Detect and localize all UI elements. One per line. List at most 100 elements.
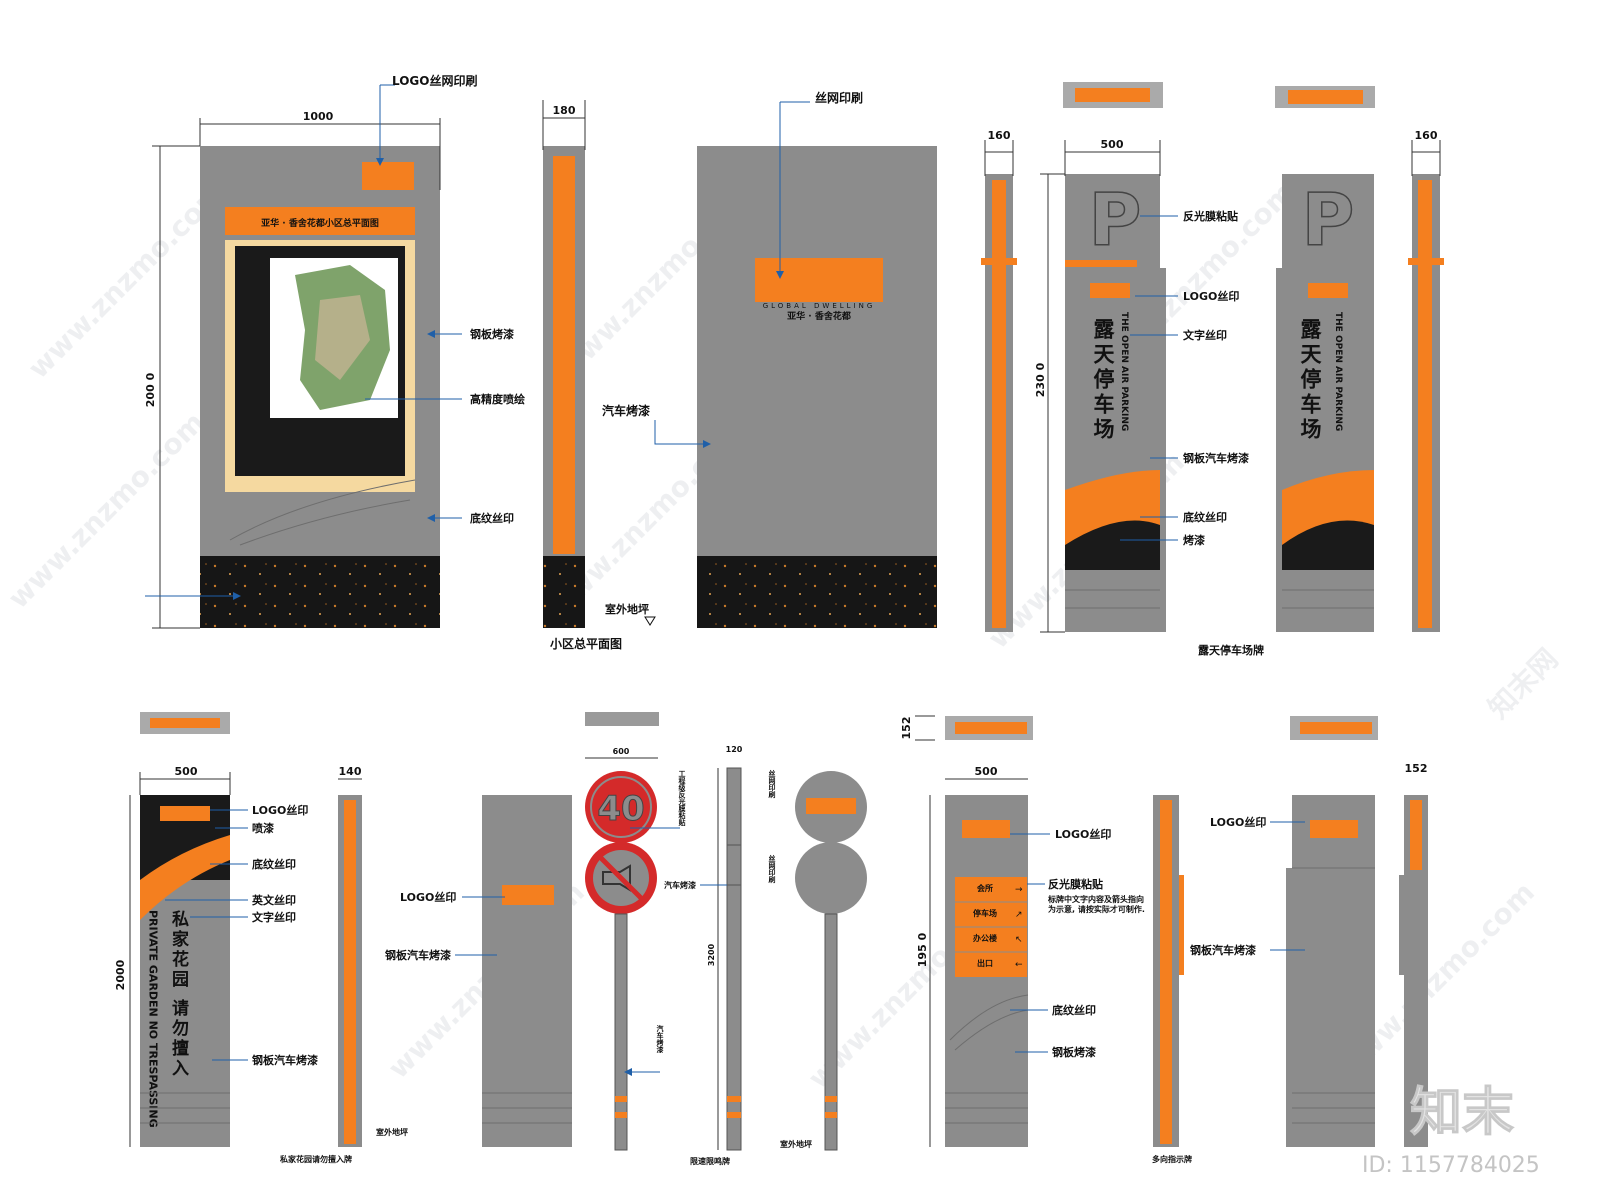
side-band bbox=[981, 258, 1017, 265]
arrow-up-right-icon: ↗ bbox=[1015, 910, 1023, 920]
direction-row: 会所 → bbox=[955, 883, 1027, 903]
parking-panel-edge bbox=[1160, 268, 1166, 632]
label-outdoor-floor: 室外地坪 bbox=[605, 602, 649, 616]
dim-height-3200: 3200 bbox=[707, 943, 716, 966]
label-multi-direction-sign: 多向指示牌 bbox=[1152, 1154, 1192, 1164]
speed-limit-front: 600 40 工程级反光膜粘贴 汽车烤漆 限速限鸣牌 bbox=[585, 712, 730, 1166]
top-view-strip-2 bbox=[1288, 90, 1363, 104]
label-steel-paint: 钢板烤漆 bbox=[470, 327, 514, 341]
label-logo-print: LOGO丝印 bbox=[1210, 815, 1266, 829]
arrow-up-left-icon: ↖ bbox=[1015, 935, 1023, 945]
logo-block bbox=[362, 162, 414, 190]
base-pattern-stroke bbox=[949, 994, 1029, 1041]
parking-letter: P bbox=[1089, 178, 1142, 262]
label-logo-screen-print: LOGO丝网印刷 bbox=[392, 73, 477, 88]
side-pole bbox=[726, 767, 742, 1151]
label-screen-print: 丝网印刷 bbox=[815, 90, 863, 105]
label-steel-paint: 钢板烤漆 bbox=[1052, 1045, 1096, 1059]
watermark-text: www.znzmo.com bbox=[2, 406, 211, 615]
back-disc bbox=[795, 842, 867, 914]
plan-board-front: 亚华 · 香舍花都小区总平面图 bbox=[200, 146, 440, 628]
dim-width-500: 500 bbox=[975, 765, 998, 778]
label-text-print: 文字丝印 bbox=[252, 910, 296, 924]
back-panel bbox=[697, 146, 937, 556]
back-brand-en: GLOBAL DWELLING bbox=[763, 302, 876, 310]
label-private-garden-sign: 私家花园请勿擅入牌 bbox=[279, 1154, 352, 1164]
parking-back: P 露天停车场 THE OPEN AIR PARKING bbox=[1276, 174, 1374, 632]
direction-row: 停车场 ↗ bbox=[955, 908, 1027, 928]
parking-cn-text: 露天停车场 bbox=[1091, 318, 1115, 443]
label-logo-print: LOGO丝印 bbox=[252, 803, 308, 817]
label-text-print: 文字丝印 bbox=[1183, 328, 1227, 342]
arrow-right-icon: → bbox=[1015, 885, 1023, 895]
multi-direction-back: LOGO丝印 钢板汽车烤漆 bbox=[1190, 716, 1378, 1147]
brand-watermark: 知末 ID: 1157784025 bbox=[1362, 1083, 1540, 1179]
label-eng-reflective: 工程级反光膜粘贴 bbox=[678, 770, 687, 827]
pole-band bbox=[615, 1096, 627, 1102]
parking-en-text: THE OPEN AIR PARKING bbox=[1119, 312, 1129, 431]
side-orange-strip bbox=[344, 800, 356, 1144]
side-orange-strip bbox=[1410, 800, 1422, 870]
parking-front: P 露天停车场 THE OPEN AIR PARKING 500 230 0 bbox=[1034, 138, 1166, 633]
label-base-pattern: 底纹丝印 bbox=[1052, 1003, 1096, 1017]
pole-band bbox=[825, 1112, 837, 1118]
label-steel-car-paint: 钢板汽车烤漆 bbox=[1183, 451, 1249, 465]
base-pattern-stroke bbox=[954, 1009, 1029, 1051]
back-brand-cn: 亚华 · 香舍花都 bbox=[787, 310, 851, 322]
prohibition-slash bbox=[599, 856, 643, 900]
top-view-strip bbox=[955, 722, 1027, 734]
private-garden-front: 私家花园 请勿擅入 PRIVATE GARDEN NO TRESPASSING … bbox=[114, 712, 231, 1147]
dim-width-1000: 1000 bbox=[303, 110, 334, 123]
label-spray-paint: 喷漆 bbox=[252, 821, 274, 835]
label-logo-print: LOGO丝印 bbox=[400, 890, 456, 904]
private-cn-text: 私家花园 请勿擅入 bbox=[168, 910, 190, 1079]
label-community-plan: 小区总平面图 bbox=[550, 636, 622, 651]
brand-logo-text: 知末 bbox=[1410, 1083, 1514, 1143]
pole-band bbox=[825, 1096, 837, 1102]
speed-limit-side: 120 3200 汽车烤漆 室外地坪 bbox=[664, 745, 812, 1151]
multi-direction-side-right: 152 bbox=[1399, 762, 1428, 1147]
dim-depth-152: 152 bbox=[900, 717, 913, 740]
dim-depth-152: 152 bbox=[1405, 762, 1428, 775]
private-back-logo bbox=[502, 885, 554, 905]
base-pattern-stroke bbox=[229, 479, 416, 541]
back-granite-base bbox=[697, 556, 937, 628]
floor-level-marker bbox=[644, 616, 656, 626]
plan-board-annotations: LOGO丝网印刷 钢板烤漆 高精度喷绘 底纹丝印 bbox=[145, 73, 525, 600]
dim-height-1950: 195 0 bbox=[916, 932, 929, 967]
label-paint: 烤漆 bbox=[1183, 533, 1205, 547]
label-base-pattern: 底纹丝印 bbox=[252, 857, 296, 871]
direction-back-panel bbox=[1292, 795, 1375, 1147]
parking-back-letter: P bbox=[1302, 178, 1355, 262]
dim-depth-120: 120 bbox=[726, 745, 743, 754]
dim-width-500: 500 bbox=[1101, 138, 1124, 151]
pole-band bbox=[615, 1112, 627, 1118]
private-en-text: PRIVATE GARDEN NO TRESPASSING bbox=[147, 910, 160, 1128]
arrow-left-icon: ← bbox=[1015, 960, 1023, 970]
plan-board-dimensions: 1000 200 0 bbox=[144, 110, 441, 629]
label-outdoor-floor: 室外地坪 bbox=[376, 1127, 408, 1137]
side-board-edge bbox=[1399, 875, 1404, 975]
plan-board-back: GLOBAL DWELLING 亚华 · 香舍花都 丝网印刷 汽车烤漆 bbox=[602, 90, 937, 628]
parking-side-left: 160 bbox=[981, 129, 1017, 632]
top-view-strip bbox=[150, 718, 220, 728]
sign-pole bbox=[614, 913, 628, 1151]
dim-width-600: 600 bbox=[613, 747, 630, 756]
leader-arrow bbox=[654, 420, 711, 448]
speed-limit-disc bbox=[585, 771, 657, 843]
label-steel-car-paint: 钢板汽车烤漆 bbox=[1190, 943, 1256, 957]
label-reflective-note-2: 为示意, 请按实际才可制作. bbox=[1048, 904, 1145, 914]
plan-header-bar bbox=[225, 207, 415, 235]
parking-band bbox=[1065, 260, 1137, 267]
side-orange-strip bbox=[553, 156, 575, 554]
label-reflective-note-1: 标牌中文字内容及箭头指向 bbox=[1047, 894, 1144, 904]
label-car-paint: 汽车烤漆 bbox=[656, 1024, 664, 1054]
granite-base bbox=[200, 556, 440, 628]
direction-back-logo bbox=[1310, 820, 1358, 838]
dim-width-500: 500 bbox=[175, 765, 198, 778]
private-garden-side: 140 室外地坪 bbox=[338, 765, 408, 1147]
parking-back-black bbox=[1282, 520, 1374, 570]
label-logo-print: LOGO丝印 bbox=[1183, 289, 1239, 303]
label-reflective-film: 反光膜粘贴 bbox=[1183, 209, 1238, 223]
private-logo bbox=[160, 806, 210, 821]
